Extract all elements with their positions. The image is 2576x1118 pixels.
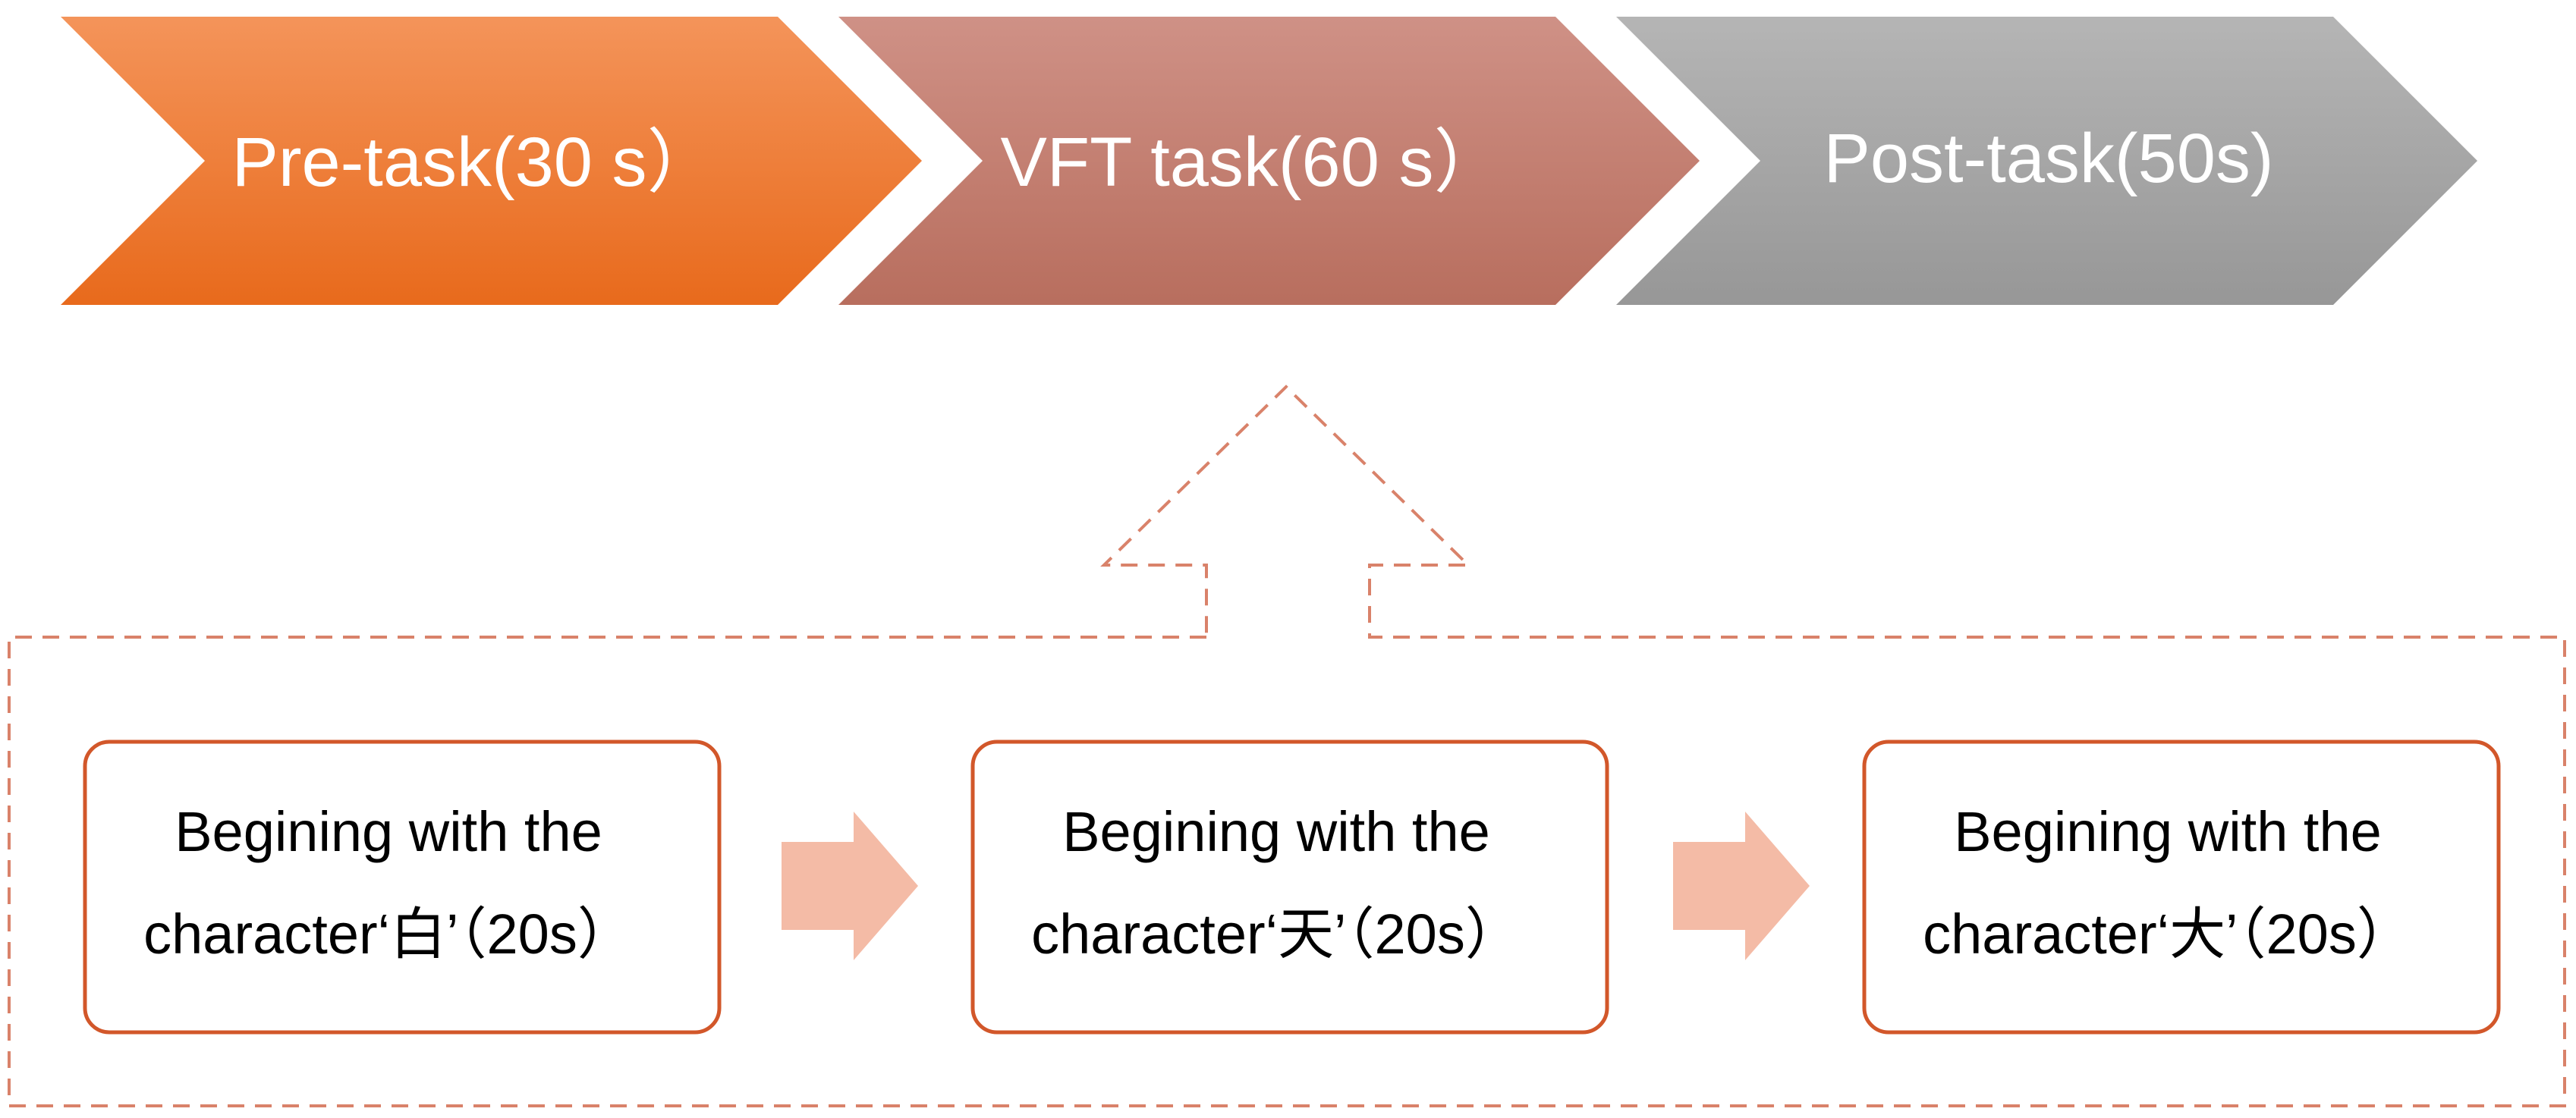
chevron-shape [1616,17,2477,305]
phase-chevron-vft-task: VFT task(60 s） [838,17,1700,305]
subtask-box-3: Begining with the character‘大’（20s） [1862,740,2501,1035]
subtask-box-outline [83,740,722,1035]
phase-label: Pre-task(30 s） [231,124,716,201]
phase-chevron-pre-task: Pre-task(30 s） [61,17,922,305]
subtask-label-line1: Begining with the [1954,800,2382,863]
right-arrow-icon [1673,812,1810,960]
phase-chevron-post-task: Post-task(50s) [1616,17,2477,305]
subtask-box-outline [970,740,1609,1035]
subtask-label-line2: character‘白’（20s） [143,903,634,966]
subtask-box-2: Begining with the character‘天’（20s） [970,740,1609,1035]
right-arrow-icon [782,812,918,960]
vft-detail-callout-frame [8,385,2566,1107]
chevron-shape [61,17,922,305]
subtask-box-outline [1862,740,2501,1035]
subtask-label-line1: Begining with the [1062,800,1490,863]
phase-chevrons: Pre-task(30 s） VFT task(60 s） Post-task(… [61,17,2477,305]
phase-label: VFT task(60 s） [1001,124,1504,201]
flow-arrow-2 [1673,812,1810,960]
flow-arrow-1 [782,812,918,960]
subtask-label-line1: Begining with the [175,800,602,863]
subtask-label-line2: character‘大’（20s） [1923,903,2413,966]
phase-label: Post-task(50s) [1823,120,2273,197]
chevron-shape [838,17,1700,305]
subtask-label-line2: character‘天’（20s） [1031,903,1521,966]
subtask-box-1: Begining with the character‘白’（20s） [83,740,722,1035]
